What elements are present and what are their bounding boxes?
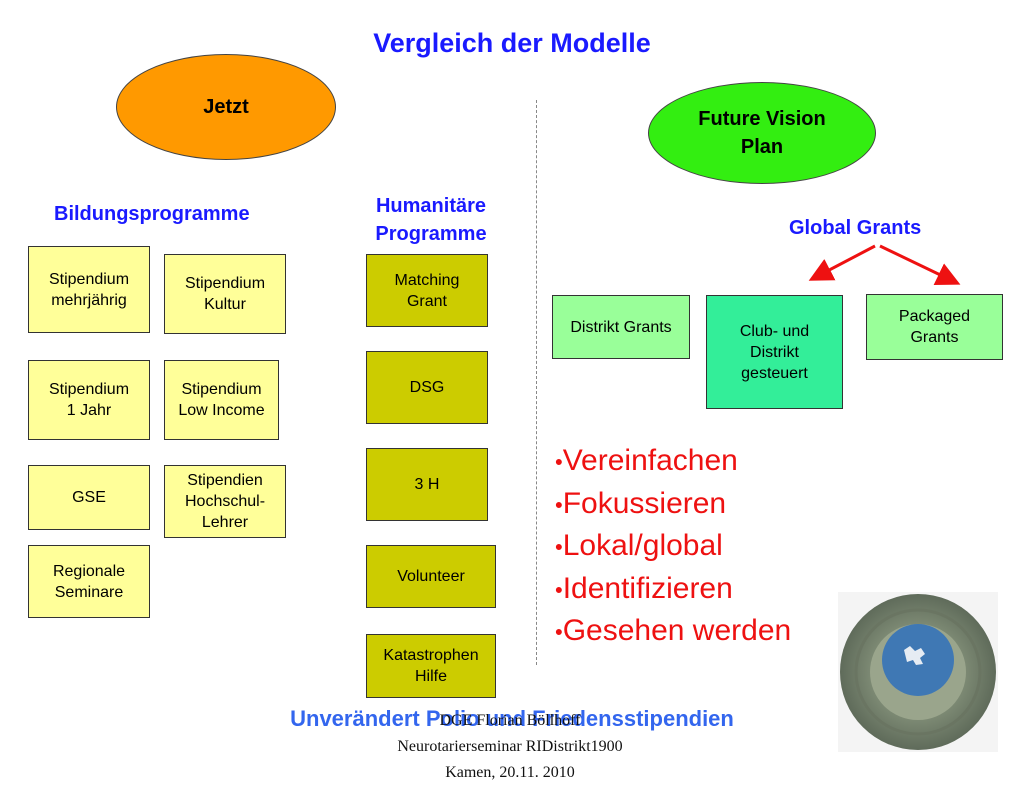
page-title: Vergleich der Modelle bbox=[373, 28, 651, 58]
box-volunteer: Volunteer bbox=[366, 545, 496, 608]
footer-text: Unverändert Polio und Friedensstipendien bbox=[290, 706, 734, 731]
list-item: •Fokussieren bbox=[555, 483, 791, 526]
bullet-icon: • bbox=[555, 577, 563, 603]
box-line: Hilfe bbox=[414, 668, 447, 685]
box-line: Kultur bbox=[204, 296, 246, 313]
credit-block: DGE Florian Böllhoff Neurotarierseminar … bbox=[340, 708, 680, 786]
box-line: Regionale bbox=[52, 562, 126, 580]
box-line: Stipendium bbox=[48, 270, 130, 288]
bullet-text: Fokussieren bbox=[562, 486, 727, 520]
box-line: Matching bbox=[394, 271, 460, 289]
bullet-text: Identifizieren bbox=[562, 571, 733, 605]
box-line: Club- und bbox=[739, 322, 810, 340]
humanitaere-heading-line1: Humanitäre bbox=[375, 195, 487, 217]
box-line: GSE bbox=[72, 489, 106, 506]
list-item: •Vereinfachen bbox=[555, 440, 791, 483]
box-line: Stipendium bbox=[48, 381, 130, 398]
box-line: 3 H bbox=[414, 476, 440, 493]
future-vision-line2: Plan bbox=[740, 136, 784, 158]
box-stipendium-mehrjaehrig: Stipendium mehrjährig bbox=[28, 246, 150, 333]
bullet-icon: • bbox=[555, 449, 563, 475]
box-line: Distrikt Grants bbox=[570, 318, 672, 336]
arrow-right bbox=[879, 244, 961, 286]
jetzt-oval: Jetzt bbox=[116, 54, 336, 160]
list-item: •Identifizieren bbox=[555, 568, 791, 611]
record-disc-image bbox=[838, 592, 998, 752]
box-line: Volunteer bbox=[397, 568, 465, 585]
box-distrikt-grants: Distrikt Grants bbox=[552, 295, 690, 359]
box-dsg: DSG bbox=[366, 351, 488, 424]
box-line: Grant bbox=[406, 292, 447, 310]
bullet-text: Lokal/global bbox=[562, 529, 723, 563]
credit-line1: DGE Florian Böllhoff bbox=[439, 712, 581, 729]
box-3h: 3 H bbox=[366, 448, 488, 521]
bullet-text: Vereinfachen bbox=[562, 444, 738, 477]
future-vision-line1: Future Vision bbox=[698, 108, 826, 130]
global-grants-heading: Global Grants bbox=[789, 217, 922, 239]
box-line: 1 Jahr bbox=[66, 402, 112, 419]
credit-line3: Kamen, 20.11. 2010 bbox=[445, 764, 575, 781]
box-line: mehrjährig bbox=[51, 291, 127, 309]
box-line: Katastrophen bbox=[383, 647, 479, 664]
box-gse: GSE bbox=[28, 465, 150, 530]
arrow-left bbox=[808, 244, 876, 281]
disc-icon bbox=[840, 594, 996, 750]
humanitaere-programme-heading: Humanitäre Programme bbox=[356, 192, 506, 248]
credit-line2: Neurotarierseminar RIDistrikt1900 bbox=[397, 738, 623, 755]
bullet-text: Gesehen werden bbox=[562, 614, 792, 648]
list-item: •Lokal/global bbox=[555, 525, 791, 568]
box-line: Stipendien bbox=[187, 472, 263, 489]
box-line: DSG bbox=[409, 379, 445, 396]
bildungsprogramme-heading: Bildungsprogramme bbox=[54, 203, 250, 225]
box-line: Distrikt bbox=[750, 343, 799, 361]
box-line: Hochschul- bbox=[184, 493, 266, 510]
box-line: Grants bbox=[910, 329, 959, 346]
box-line: gesteuert bbox=[741, 364, 808, 382]
global-grants-arrows bbox=[808, 244, 961, 286]
box-line: Stipendium bbox=[181, 381, 262, 398]
bullet-icon: • bbox=[555, 619, 563, 645]
box-line: Packaged bbox=[898, 308, 971, 325]
future-vision-oval: Future Vision Plan bbox=[648, 82, 876, 184]
bullet-icon: • bbox=[555, 534, 563, 560]
box-line: Low Income bbox=[178, 402, 265, 419]
list-item: •Gesehen werden bbox=[555, 610, 791, 653]
jetzt-label: Jetzt bbox=[203, 95, 249, 118]
box-line: Lehrer bbox=[201, 514, 249, 531]
bullet-icon: • bbox=[555, 492, 563, 518]
box-stipendium-1-jahr: Stipendium 1 Jahr bbox=[28, 360, 150, 440]
dashed-divider bbox=[536, 100, 537, 665]
goals-list: •Vereinfachen •Fokussieren •Lokal/global… bbox=[555, 440, 791, 653]
box-line: Stipendium bbox=[184, 275, 266, 292]
box-line: Seminare bbox=[54, 583, 124, 601]
humanitaere-heading-line2: Programme bbox=[375, 223, 487, 245]
